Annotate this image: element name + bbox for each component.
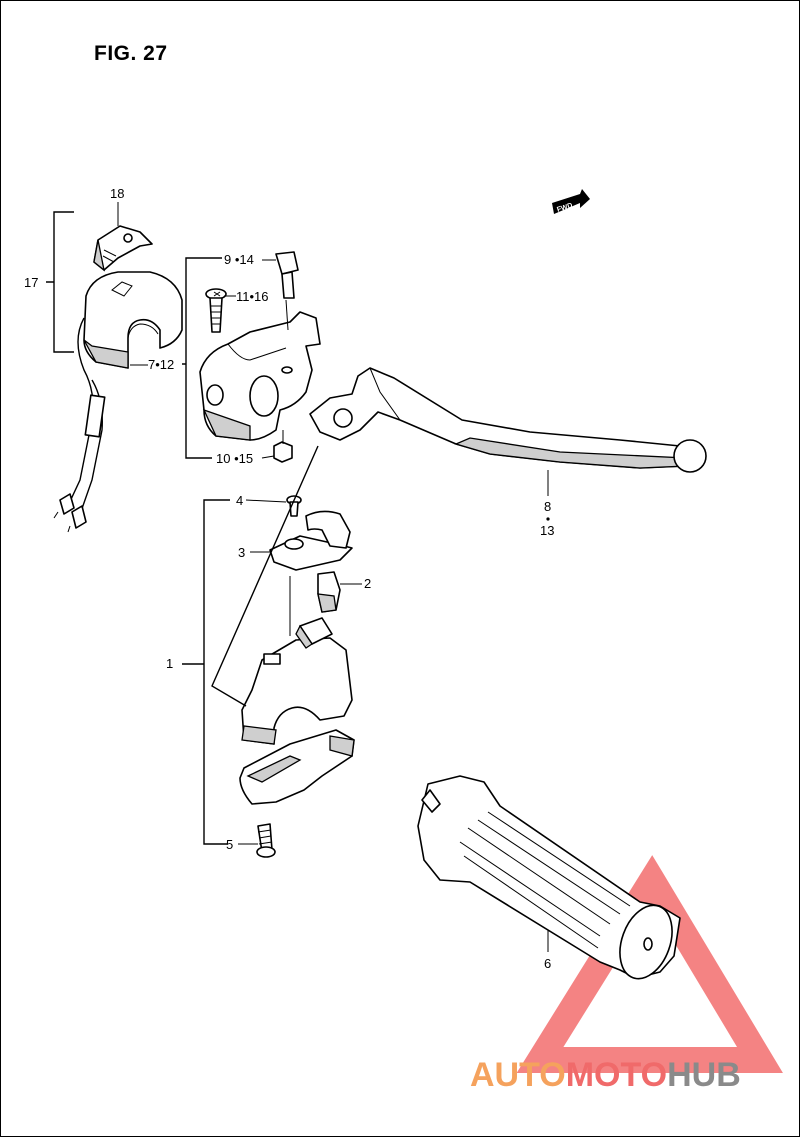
label-part-3: 3 (238, 545, 245, 560)
nut-10-15 (273, 430, 293, 463)
fwd-label: FWD (556, 202, 573, 214)
label-part-8: 8 (544, 499, 551, 514)
bolt-5 (256, 823, 276, 858)
cable-guide-line (211, 445, 319, 707)
watermark-logo: AUTOMOTOHUB (470, 1056, 741, 1094)
label-part-4: 4 (236, 493, 243, 508)
watermark-auto: AUTOMOTOHUB (470, 1056, 741, 1094)
part-2-spacer (317, 571, 341, 613)
figure-title: FIG. 27 (94, 42, 168, 65)
leader-4 (245, 499, 287, 503)
label-part-1: 1 (166, 656, 173, 671)
label-part-6: 6 (544, 956, 551, 971)
bracket-17 (46, 211, 74, 353)
watermark-text-auto: AUTO (470, 1056, 566, 1094)
watermark-text-moto: MOTO (566, 1056, 667, 1094)
label-part-2: 2 (364, 576, 371, 591)
label-part-11-16: 11•16 (236, 289, 269, 304)
label-separator-dot (546, 517, 550, 521)
bracket-9-10 (182, 257, 222, 459)
part-8-clutch-lever (309, 367, 707, 473)
part-18-clip (93, 225, 153, 272)
lever-holder (199, 311, 321, 441)
screw-11-16 (205, 288, 227, 333)
leader-10-15 (261, 455, 275, 459)
part-3-cover (269, 510, 353, 571)
label-part-7-12: 7•12 (148, 357, 174, 372)
watermark-triangle (516, 855, 783, 1073)
part-1-switch-body (239, 617, 355, 805)
part-6-handlebar-grip (417, 775, 681, 980)
fwd-arrow-badge: FWD (552, 189, 590, 214)
part-17-switch-housing (53, 271, 183, 533)
bracket-1 (182, 499, 230, 845)
label-part-18: 18 (110, 186, 124, 201)
label-part-13: 13 (540, 523, 554, 538)
bolt-9-14 (275, 251, 299, 331)
watermark-text-hub: HUB (667, 1056, 741, 1094)
label-part-10-15: 10 •15 (216, 451, 253, 466)
label-part-5: 5 (226, 837, 233, 852)
label-part-9-14: 9 •14 (224, 252, 254, 267)
label-part-17: 17 (24, 275, 38, 290)
